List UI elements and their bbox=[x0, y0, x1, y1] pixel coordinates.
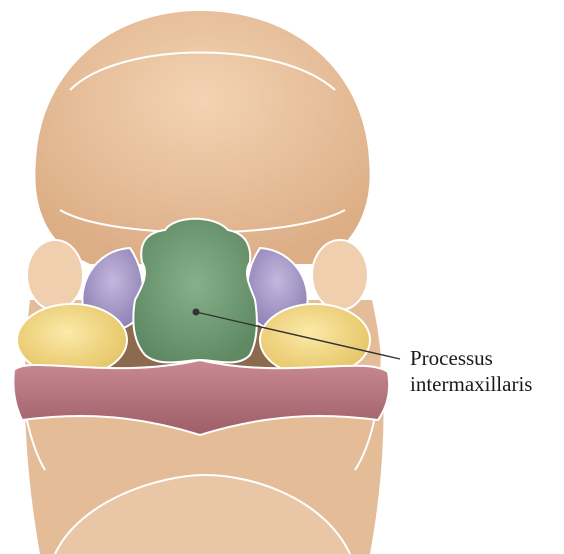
left-lateral-bulge bbox=[27, 240, 83, 310]
right-lateral-bulge bbox=[312, 240, 368, 310]
intermaxillary-process bbox=[133, 219, 256, 363]
label-line-1: Processus bbox=[410, 346, 493, 370]
label-line-2: intermaxillaris bbox=[410, 372, 532, 396]
leader-dot bbox=[193, 309, 200, 316]
